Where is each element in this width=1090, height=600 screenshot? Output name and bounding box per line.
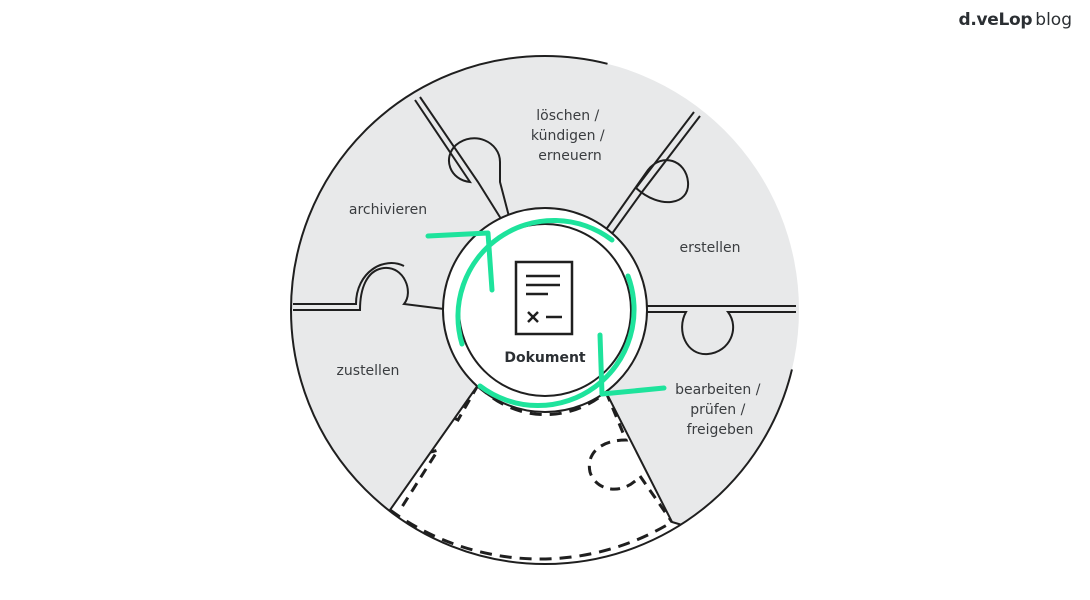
segment-zustellen-label: zustellen	[337, 363, 400, 379]
segment-bearbeiten-label: bearbeiten / prüfen / freigeben	[675, 382, 765, 438]
segment-loeschen-line-2: kündigen /	[531, 128, 605, 144]
segment-bearbeiten-line-2: prüfen /	[690, 402, 745, 418]
segment-bearbeiten-line-3: freigeben	[687, 422, 754, 438]
brand-subtitle: blog	[1035, 10, 1072, 30]
segment-erstellen-label: erstellen	[679, 240, 740, 256]
document-icon	[514, 260, 574, 336]
segment-loeschen-label: löschen / kündigen / erneuern	[531, 108, 609, 164]
segment-bearbeiten-line-1: bearbeiten /	[675, 382, 761, 398]
segment-loeschen-line-3: erneuern	[538, 148, 601, 164]
puzzle-seams	[293, 96, 796, 356]
cycle-arrow-icon	[425, 217, 667, 409]
disc-rim	[290, 55, 800, 565]
segment-loeschen-line-1: löschen /	[536, 108, 599, 124]
segment-archivieren-label: archivieren	[349, 202, 427, 218]
document-label: Dokument	[504, 350, 586, 366]
brand-logo-text: d.veLop	[958, 10, 1033, 30]
